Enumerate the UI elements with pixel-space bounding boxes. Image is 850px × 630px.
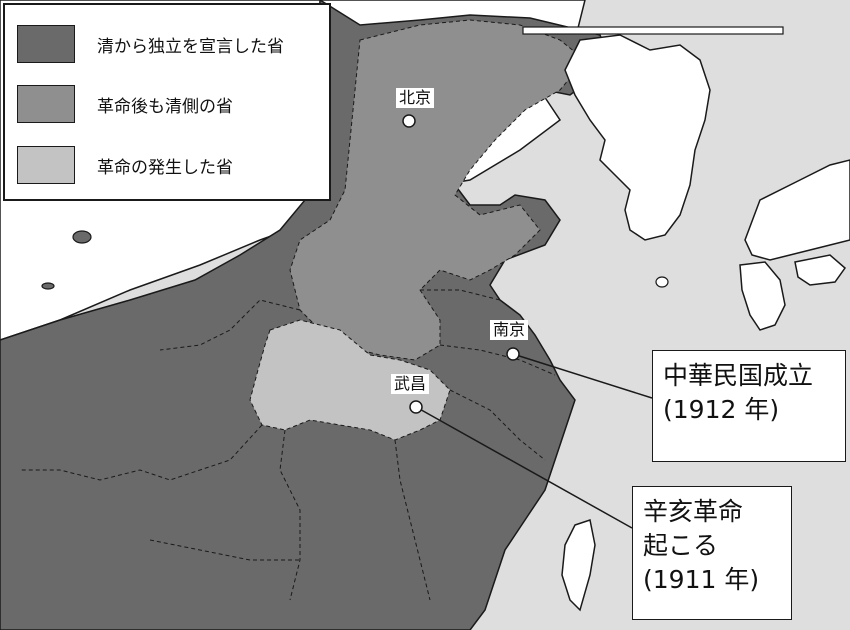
legend-item-qing-side: 革命後も清側の省 [17, 84, 233, 124]
city-label-beijing: 北京 [396, 88, 435, 108]
city-marker-nanjing [506, 347, 520, 361]
city-marker-beijing [402, 114, 416, 128]
taiwan-island [561, 519, 596, 612]
city-label-nanjing: 南京 [490, 320, 529, 340]
legend-item-independent: 清から独立を宣言した省 [17, 24, 284, 64]
callout-republic-founded: 中華民国成立 (1912 年) [652, 350, 846, 462]
leader-line-nanjing [512, 353, 653, 399]
legend-swatch [17, 25, 75, 63]
province-borders [20, 289, 556, 601]
japan-shikoku [794, 254, 847, 286]
legend-swatch [17, 146, 75, 184]
scale-bar [522, 26, 784, 35]
map-legend: 清から独立を宣言した省 革命後も清側の省 革命の発生した省 [3, 3, 331, 201]
callout-xinhai-revolution: 辛亥革命 起こる (1911 年) [632, 486, 792, 620]
korea-peninsula [564, 34, 711, 241]
island-small-3 [655, 276, 669, 288]
japan-kyushu [739, 261, 786, 331]
island-small-1 [72, 230, 92, 244]
city-marker-wuchang [409, 400, 423, 414]
legend-swatch [17, 85, 75, 123]
japan-honshu [744, 159, 850, 261]
legend-label: 革命の発生した省 [97, 157, 233, 178]
city-label-wuchang: 武昌 [391, 374, 430, 394]
qing-side-provinces [289, 19, 586, 361]
island-small-2 [41, 282, 55, 290]
legend-item-revolution: 革命の発生した省 [17, 145, 233, 185]
legend-label: 革命後も清側の省 [97, 96, 233, 117]
legend-label: 清から独立を宣言した省 [97, 36, 284, 57]
leader-line-wuchang [415, 406, 633, 529]
